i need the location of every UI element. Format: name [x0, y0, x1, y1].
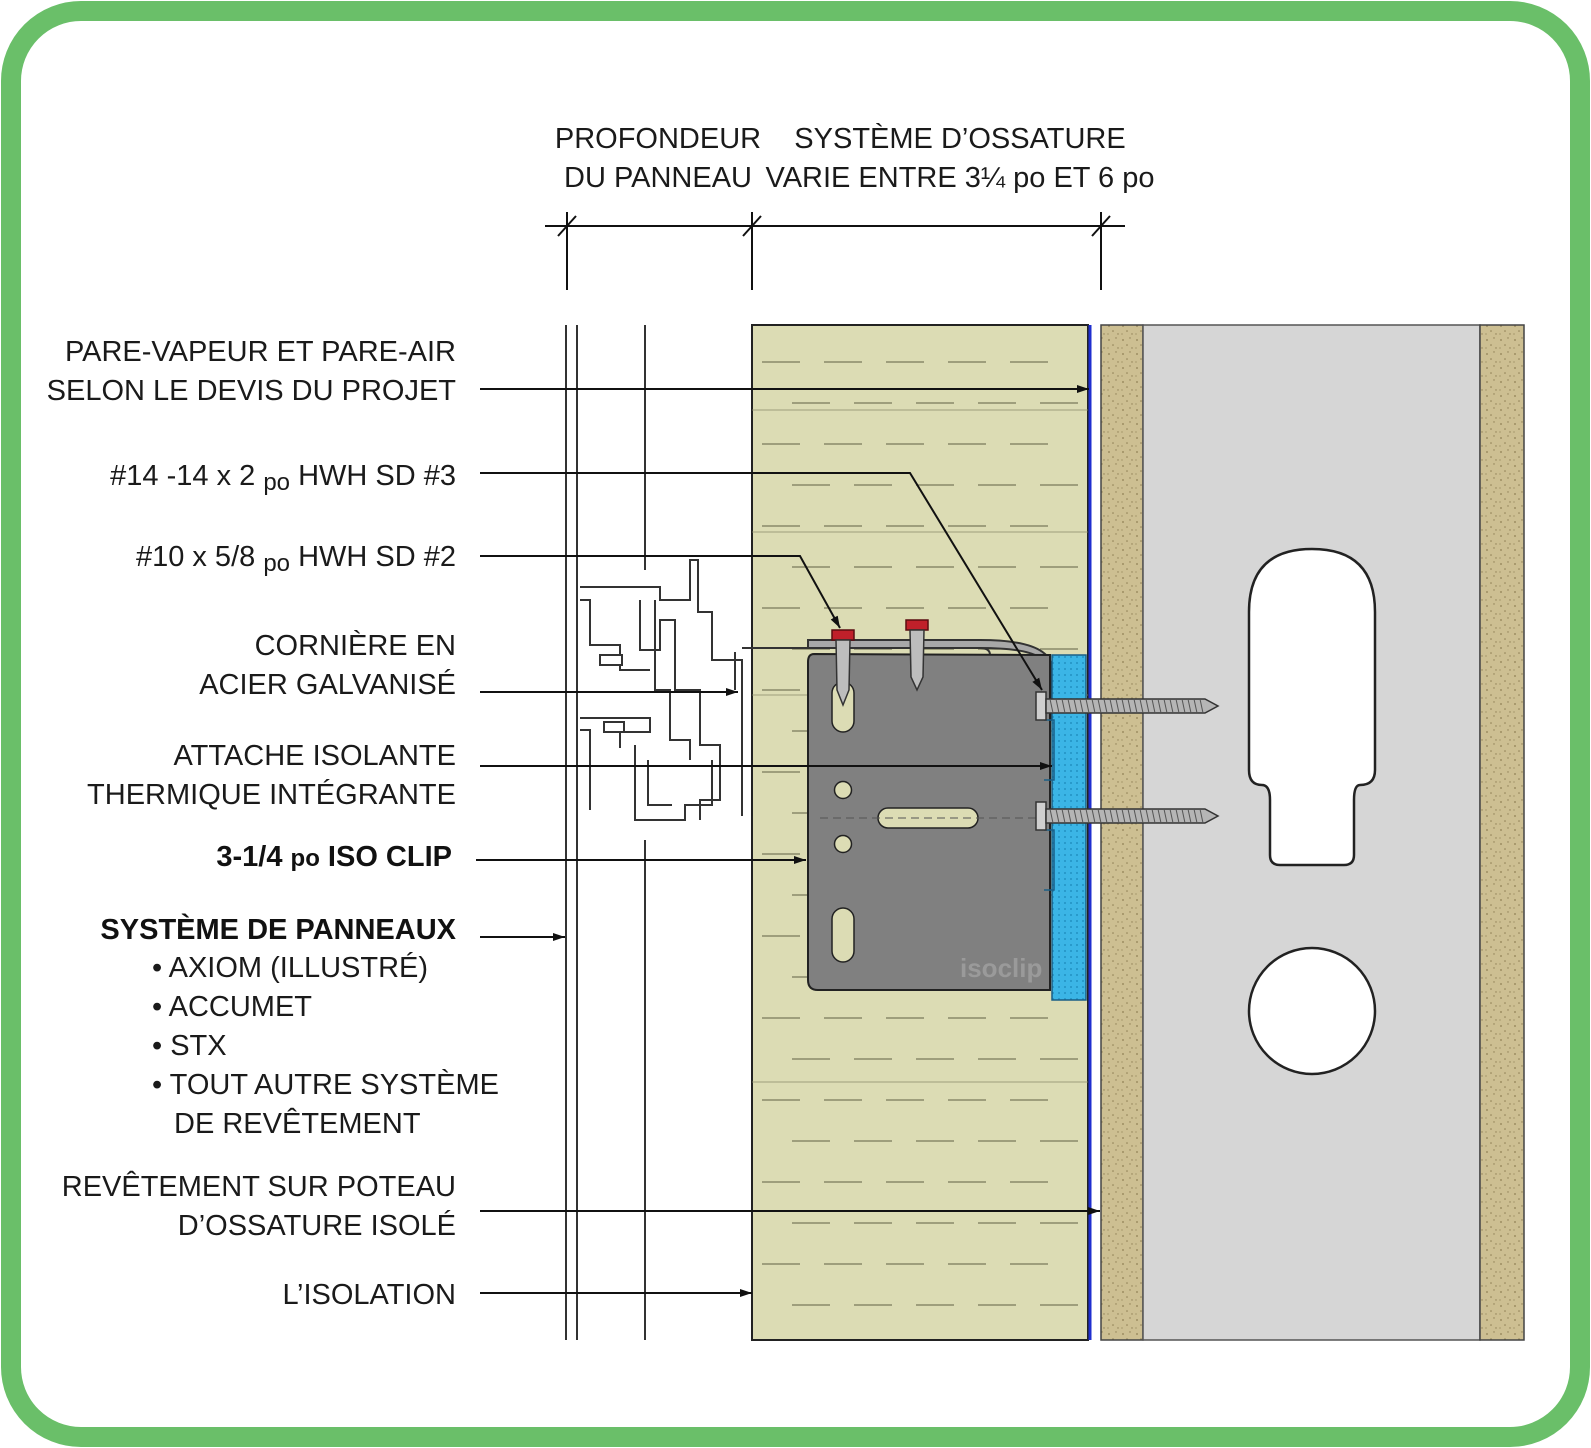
callout-vapor-line2: SELON LE DEVIS DU PROJET [47, 375, 457, 407]
screw-10-a [831, 629, 855, 708]
dim-panel-depth-line2: DU PANNEAU [564, 162, 752, 194]
dim-framing-line1: SYSTÈME D’OSSATURE [794, 122, 1125, 155]
dim-framing-line2: VARIE ENTRE 3¼ po ET 6 po [766, 162, 1155, 194]
callout-panel-system-title: SYSTÈME DE PANNEAUX [100, 912, 456, 946]
callout-angle-line1: CORNIÈRE EN [255, 629, 456, 662]
iso-clip: isoclip [807, 639, 1087, 1001]
callout-vapor-line1: PARE-VAPEUR ET PARE-AIR [65, 336, 456, 368]
callout-angle-line2: ACIER GALVANISÉ [199, 668, 456, 701]
far-sheathing [1479, 324, 1525, 1341]
stud-web [1142, 324, 1481, 1341]
callout-thermal-line2: THERMIQUE INTÉGRANTE [87, 778, 456, 811]
callout-insulation: L’ISOLATION [282, 1279, 456, 1311]
sheathing-layer [1100, 324, 1144, 1341]
panel-system-item-continuation: DE REVÊTEMENT [174, 1107, 421, 1140]
callouts: PARE-VAPEUR ET PARE-AIR SELON LE DEVIS D… [47, 336, 499, 1311]
callout-screw-10: #10 x 5/8 po HWH SD #2 [136, 541, 456, 577]
callout-thermal-line1: ATTACHE ISOLANTE [173, 740, 456, 772]
panel-system-item: • AXIOM (ILLUSTRÉ) [152, 951, 428, 984]
stud-knockout-round [1247, 946, 1377, 1076]
screw-10-b [905, 619, 929, 692]
callout-sheathing-line2: D’OSSATURE ISOLÉ [178, 1209, 456, 1242]
panel-system-item: • ACCUMET [152, 991, 312, 1023]
panel-system-item: • STX [152, 1030, 227, 1062]
panel-system-item: • TOUT AUTRE SYSTÈME [152, 1068, 499, 1101]
callout-iso-clip: 3-1/4 po ISO CLIP [216, 841, 452, 873]
dim-panel-depth-line1: PROFONDEUR [555, 123, 761, 155]
screw-14-b [1035, 801, 1220, 831]
iso-clip-watermark: isoclip [960, 953, 1042, 983]
screw-14-a [1035, 691, 1220, 721]
leader-lines [476, 385, 1100, 1297]
stud-knockout-slot [1247, 547, 1377, 867]
callout-screw-14: #14 -14 x 2 po HWH SD #3 [110, 460, 456, 496]
panel-system-profile [565, 325, 991, 1340]
callout-sheathing-line1: REVÊTEMENT SUR POTEAU [62, 1170, 456, 1203]
dimension-line [545, 212, 1125, 290]
